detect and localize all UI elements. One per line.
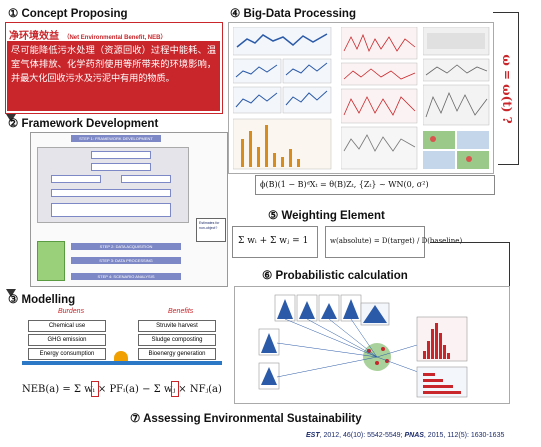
- probabilistic-diagram: [258, 294, 468, 398]
- framework-green-block: [37, 241, 65, 281]
- weight-def-formula: w(absolute) = D(target) / D(baseline): [330, 237, 463, 245]
- framework-step-4: STEP 4: SCENARIO ANALYSIS: [71, 273, 181, 280]
- arima-formula-box: [255, 175, 495, 195]
- bigdata-charts-right: [423, 27, 490, 169]
- benefits-label: Benefits: [168, 308, 194, 315]
- citation: EST, 2012, 46(10): 5542-5549; PNAS, 2015…: [306, 432, 504, 439]
- probabilistic-panel: [234, 286, 510, 404]
- benefit-item: Bioenergy generation: [138, 348, 216, 360]
- concept-term: 净环境效益 （Net Environmental Benefit, NEB）: [9, 26, 166, 44]
- section-6-title: ⑥ Probabilistic calculation: [262, 270, 408, 282]
- concept-description: 尽可能降低污水处理（资源回收）过程中能耗、温室气体排放、化学药剂使用等所带来的环…: [7, 41, 220, 111]
- balance-beam: [22, 361, 222, 365]
- framework-step-2: STEP 2: DATA ACQUISITION: [71, 243, 181, 250]
- weight-sum-formula: Σ wᵢ + Σ wⱼ = 1: [238, 236, 309, 246]
- framework-box-d: [121, 175, 171, 183]
- arrow-1-2: [6, 114, 16, 122]
- balance-fulcrum: [114, 351, 128, 361]
- neb-formula-highlight-2: [171, 381, 179, 397]
- benefit-item: Struvite harvest: [138, 320, 216, 332]
- framework-flowchart: STEP 1: FRAMEWORK DEVELOPMENT Estimates …: [30, 132, 228, 287]
- section-1-title: ① Concept Proposing: [8, 8, 128, 20]
- framework-step-1: STEP 1: FRAMEWORK DEVELOPMENT: [71, 135, 161, 142]
- omega-formula-text: ω = ω(t) ?: [500, 54, 514, 124]
- concept-panel: 净环境效益 （Net Environmental Benefit, NEB） 尽…: [5, 22, 223, 114]
- citation-ref-2: , 2015, 112(5): 1630-1635: [423, 432, 505, 439]
- framework-box-b: [91, 163, 151, 171]
- bigdata-panel: [228, 22, 494, 174]
- concept-term-cn: 净环境效益: [9, 31, 59, 42]
- bigdata-charts-middle: [341, 27, 418, 170]
- bigdata-charts-left: [233, 27, 332, 170]
- citation-journal-1: EST: [306, 432, 320, 439]
- arrow-2-3: [6, 289, 16, 297]
- concept-term-en: （Net Environmental Benefit, NEB）: [63, 35, 167, 41]
- burdens-column: Chemical use GHG emission Energy consump…: [28, 320, 106, 360]
- connector-bottom: [498, 164, 519, 165]
- weight-sum-formula-box: [232, 226, 318, 258]
- framework-box-c: [51, 175, 101, 183]
- citation-journal-2: PNAS: [404, 432, 424, 439]
- connector-top: [493, 12, 519, 13]
- neb-formula: NEB(a) = Σ wᵢ × PFᵢ(a) − Σ wⱼ × NFⱼ(a): [22, 384, 222, 395]
- framework-side-note: Estimates for non-object?: [196, 218, 226, 242]
- section-3-title: ③ Modelling: [8, 294, 76, 306]
- section-2-title: ② Framework Development: [8, 118, 159, 130]
- section-7-title: ⑦ Assessing Environmental Sustainability: [130, 413, 362, 425]
- weight-def-formula-box: [325, 226, 425, 258]
- burdens-label: Burdens: [58, 308, 85, 315]
- section-5-title: ⑤ Weighting Element: [268, 210, 385, 222]
- benefit-item: Sludge composting: [138, 334, 216, 346]
- framework-box-a: [91, 151, 151, 159]
- omega-formula: ω = ω(t) ?: [497, 40, 515, 140]
- framework-step-3: STEP 3: DATA PROCESSING: [71, 257, 181, 264]
- benefits-column: Struvite harvest Sludge composting Bioen…: [138, 320, 216, 360]
- burden-item: GHG emission: [28, 334, 106, 346]
- arima-formula: ϕ(B)(1 − B)ᵈXₜ = θ(B)Zₜ, {Zₜ} ~ WN(0, σ²…: [260, 180, 429, 189]
- burden-item: Chemical use: [28, 320, 106, 332]
- connector-6-7: [509, 242, 510, 286]
- citation-ref-1: , 2012, 46(10): 5542-5549;: [319, 432, 405, 439]
- burden-item: Energy consumption: [28, 348, 106, 360]
- section-4-title: ④ Big-Data Processing: [230, 8, 356, 20]
- connector-5-6: [430, 242, 510, 243]
- framework-box-e: [51, 189, 171, 197]
- connector-right: [518, 12, 519, 164]
- framework-box-f: [51, 203, 171, 217]
- neb-formula-highlight-1: [91, 381, 99, 397]
